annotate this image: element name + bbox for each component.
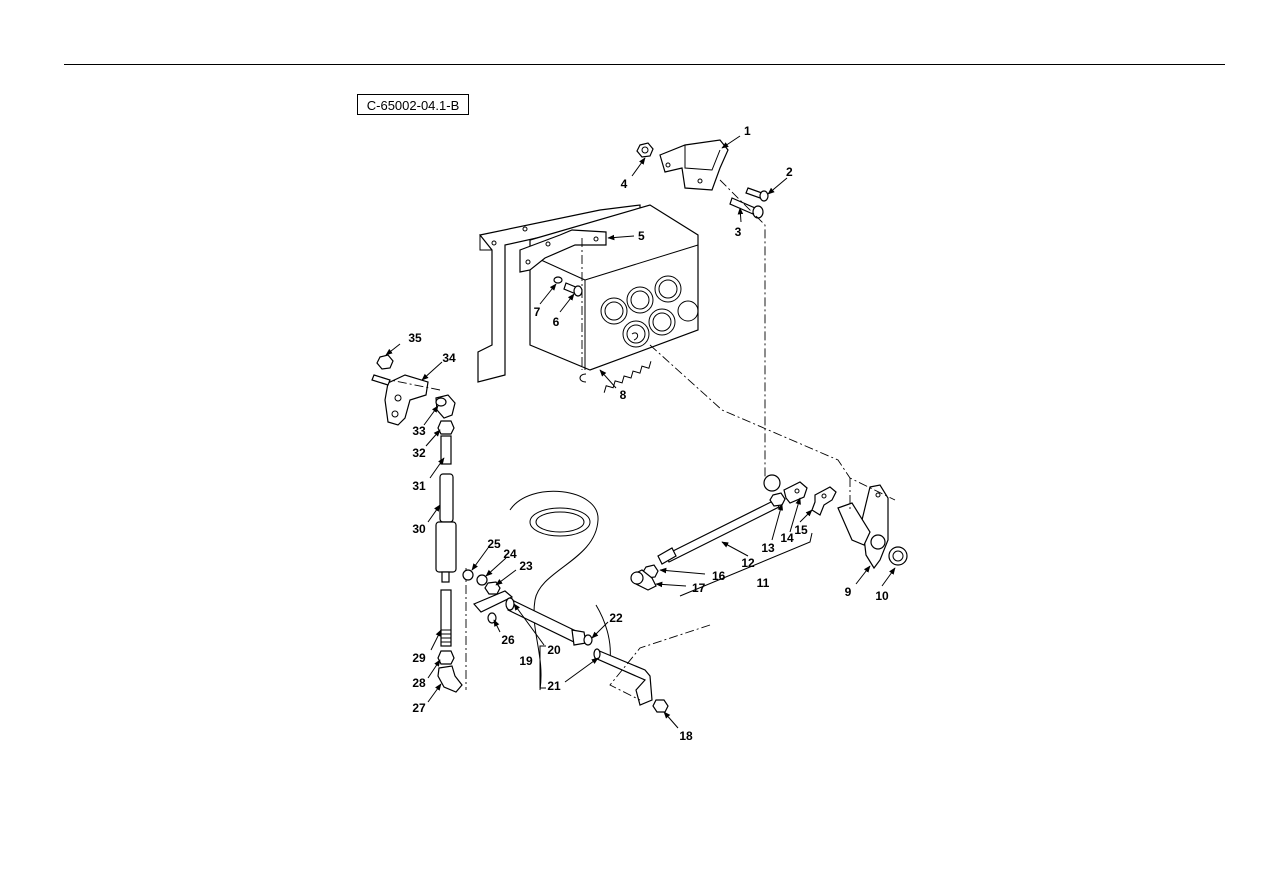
part-14-15-clevis [811,486,837,516]
part-spacer-near-13 [763,474,781,492]
callout-16: 16 [712,569,726,583]
callout-31: 31 [412,479,426,493]
part-5-bracket [519,229,607,273]
part-18-nut [652,699,669,713]
callout-11: 11 [757,576,770,590]
callout-25: 25 [487,537,501,551]
callout-22: 22 [609,611,623,625]
bracket-group-19 [539,645,546,689]
callout-19: 19 [519,654,533,668]
callout-29: 29 [412,651,426,665]
part-21-lever-arm [593,648,653,706]
reference-lines [389,179,896,701]
figure-id-label: C-65002-04.1-B [357,94,469,115]
callout-33: 33 [412,424,426,438]
part-30-gas-spring [435,473,457,583]
leader-lines [385,135,896,729]
callout-2: 2 [786,165,793,179]
part-31-rod-end [440,435,452,465]
callout-8: 8 [620,388,627,402]
header-rule [64,64,1225,65]
callout-32: 32 [412,446,426,460]
part-13-clevis-nut [769,481,808,507]
callout-12: 12 [741,556,755,570]
part-22-washer [583,634,593,646]
callout-26: 26 [501,633,515,647]
callout-28: 28 [412,676,426,690]
callout-27: 27 [412,701,426,715]
callout-17: 17 [692,581,706,595]
part-34-lever-plate [371,374,429,426]
callout-3: 3 [735,225,742,239]
part-8-spring [579,332,652,393]
part-29-threaded-rod [440,589,452,647]
part-20-shaft [505,597,587,646]
part-24-washer [476,574,488,586]
part-33-elbow-top [435,394,456,419]
part-10-bushing [888,546,908,566]
callout-35: 35 [408,331,422,345]
callout-1: 1 [744,124,751,138]
callout-30: 30 [412,522,426,536]
callout-labels: 1 2 3 4 5 6 7 8 9 10 11 12 13 14 15 16 1… [408,124,889,743]
part-2-3-screws [729,187,769,219]
callout-15: 15 [794,523,808,537]
callout-23: 23 [519,559,533,573]
callout-6: 6 [553,315,560,329]
bracket-group-11 [679,532,813,597]
callout-21: 21 [547,679,561,693]
callout-18: 18 [679,729,693,743]
part-35-nut [376,354,394,370]
callout-9: 9 [845,585,852,599]
part-9-pedal-lever [837,484,889,570]
callout-34: 34 [442,351,456,365]
callout-13: 13 [761,541,775,555]
part-4-nut [636,142,654,158]
callout-20: 20 [547,643,561,657]
part-28-jam-nut [437,650,455,665]
part-1-mount-bracket [659,139,729,191]
part-6-7-screw-washer [553,276,583,297]
callout-5: 5 [638,229,645,243]
part-32-jam-nut [437,420,455,435]
callout-10: 10 [875,589,889,603]
frame-rail [477,204,641,383]
callout-24: 24 [503,547,517,561]
part-27-elbow-bottom [437,665,463,693]
part-17-ball-joint [630,569,657,591]
part-25-washer [462,569,474,581]
callout-4: 4 [621,177,628,191]
callout-14: 14 [780,531,794,545]
callout-7: 7 [534,305,541,319]
